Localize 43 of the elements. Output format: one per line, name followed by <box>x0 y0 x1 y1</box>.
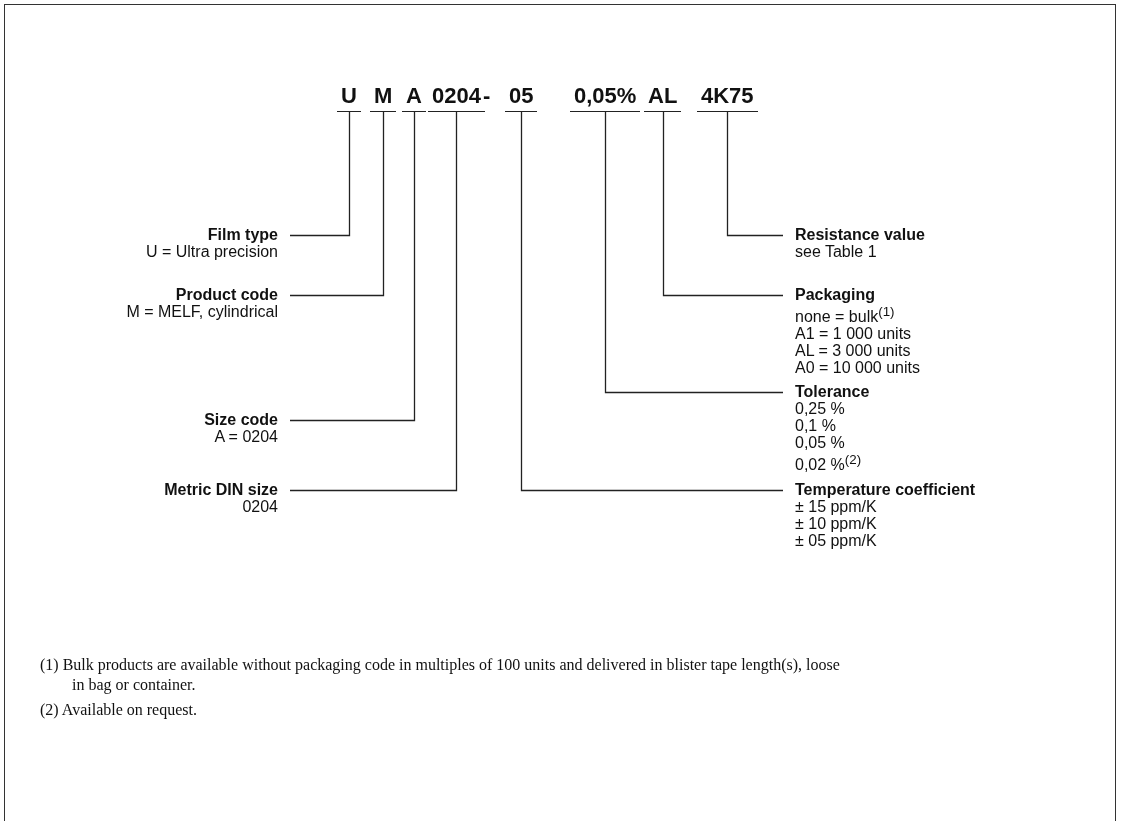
code-separator: - <box>483 84 491 108</box>
field-value: 0204 <box>241 498 278 515</box>
part-number-segment: U <box>337 84 361 112</box>
field-heading: Product code <box>174 286 278 303</box>
field-heading: Size code <box>204 411 278 428</box>
part-number-segment: AL <box>644 84 682 112</box>
part-number-segment: 4K75 <box>697 84 758 112</box>
part-number-segment: 0204 <box>428 84 485 112</box>
part-number-segment: A <box>402 84 426 112</box>
field-value: U = Ultra precision <box>145 243 278 260</box>
leader-line <box>520 111 784 492</box>
field-heading: Film type <box>206 226 278 243</box>
field-heading: Temperature coefficient <box>795 481 976 498</box>
part-number-segment: M <box>370 84 397 112</box>
leader-line <box>726 111 784 237</box>
field-value: ± 15 ppm/K <box>795 498 878 515</box>
field-value: ± 10 ppm/K <box>795 515 878 532</box>
field-heading: Metric DIN size <box>164 481 278 498</box>
field-value: 0,02 %$^{(2)}$ <box>795 451 863 474</box>
field-value: 0,1 % <box>795 417 837 434</box>
footnote: (2) Available on request. <box>40 700 198 720</box>
field-value: 0,05 % <box>795 434 846 451</box>
field-value: 0,25 % <box>795 400 846 417</box>
field-heading: Packaging <box>795 286 877 303</box>
leader-line <box>604 111 784 394</box>
footnote: (1) Bulk products are available without packaging code in multiples of 100 units and delivered in blister tape length(s), loose in bag or container. <box>40 655 841 695</box>
field-heading: Resistance value <box>795 226 925 243</box>
field-value: A0 = 10 000 units <box>795 359 920 377</box>
part-number-segment: 0,05% <box>570 84 641 112</box>
leader-line <box>289 111 351 237</box>
leader-line <box>662 111 784 297</box>
field-value: ± 05 ppm/K <box>795 532 878 549</box>
field-value: see Table 1 <box>795 243 878 260</box>
field-value: A1 = 1 000 units <box>795 325 913 343</box>
leader-line <box>289 111 416 422</box>
part-number-segment: 05 <box>505 84 538 112</box>
field-value: AL = 3 000 units <box>795 342 912 360</box>
field-value: M = MELF, cylindrical <box>126 303 278 320</box>
field-value: A = 0204 <box>213 428 278 445</box>
leader-line <box>289 111 458 492</box>
field-value: none = bulk$^{(1)}$ <box>795 303 896 326</box>
leader-line <box>289 111 385 297</box>
field-heading: Tolerance <box>795 383 870 400</box>
